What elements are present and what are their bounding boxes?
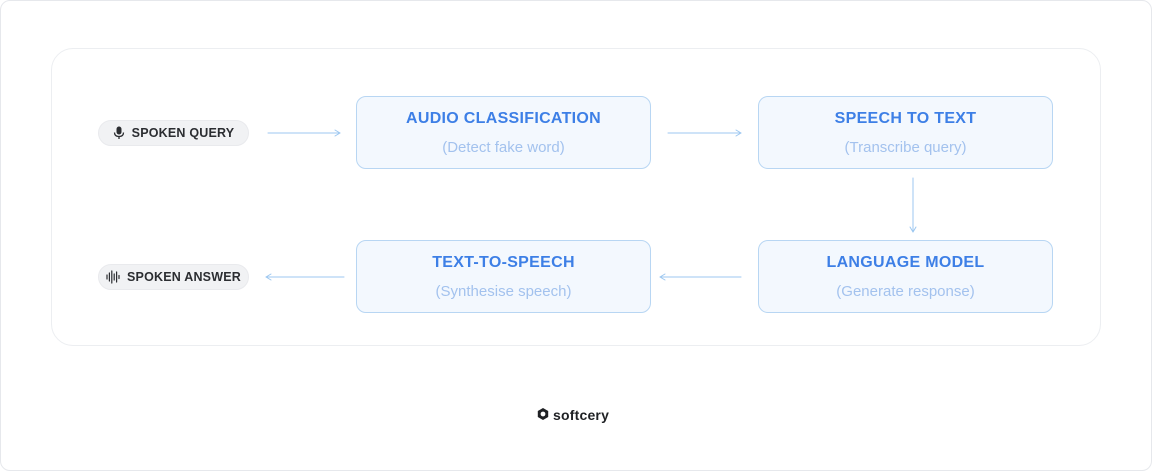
brand-logo: softcery	[536, 406, 609, 424]
spoken-answer-label: SPOKEN ANSWER	[127, 270, 241, 284]
node-subtitle: (Detect fake word)	[442, 138, 565, 156]
spoken-query-label: SPOKEN QUERY	[131, 126, 235, 140]
text-to-speech-node: TEXT-TO-SPEECH (Synthesise speech)	[356, 240, 651, 313]
spoken-answer-pill: SPOKEN ANSWER	[98, 264, 249, 290]
node-subtitle: (Generate response)	[836, 282, 975, 300]
audio-classification-node: AUDIO CLASSIFICATION (Detect fake word)	[356, 96, 651, 169]
speech-to-text-node: SPEECH TO TEXT (Transcribe query)	[758, 96, 1053, 169]
node-title: TEXT-TO-SPEECH	[432, 253, 575, 271]
spoken-query-pill: SPOKEN QUERY	[98, 120, 249, 146]
node-title: AUDIO CLASSIFICATION	[405, 109, 602, 127]
softcery-logo-icon	[536, 407, 550, 424]
microphone-icon	[113, 126, 125, 140]
sound-wave-icon	[106, 270, 120, 284]
brand-name: softcery	[553, 407, 610, 423]
node-title: SPEECH TO TEXT	[834, 109, 977, 127]
node-title: LANGUAGE MODEL	[826, 253, 985, 271]
language-model-node: LANGUAGE MODEL (Generate response)	[758, 240, 1053, 313]
node-subtitle: (Transcribe query)	[844, 138, 967, 156]
node-subtitle: (Synthesise speech)	[435, 282, 572, 300]
